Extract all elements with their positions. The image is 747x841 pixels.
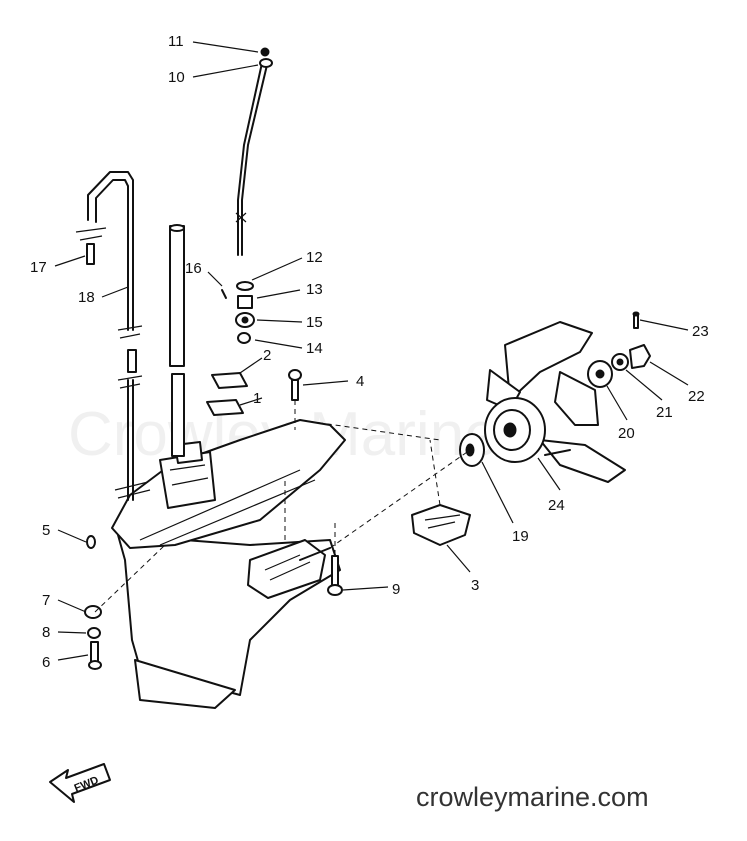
propeller-hardware[interactable]	[587, 311, 651, 388]
callout-21: 21	[656, 404, 673, 421]
bolt-9[interactable]	[327, 520, 343, 596]
thrust-washer[interactable]	[459, 433, 485, 467]
callout-20: 20	[618, 425, 635, 442]
callout-3: 3	[471, 577, 479, 594]
callout-7: 7	[42, 592, 50, 609]
callout-16: 16	[185, 260, 202, 277]
callout-14: 14	[306, 340, 323, 357]
callout-18: 18	[78, 289, 95, 306]
callout-15: 15	[306, 314, 323, 331]
callout-5: 5	[42, 522, 50, 539]
callout-9: 9	[392, 581, 400, 598]
callout-22: 22	[688, 388, 705, 405]
drive-shaft[interactable]	[169, 224, 185, 457]
bolt-4[interactable]	[288, 369, 302, 401]
callout-2: 2	[263, 347, 271, 364]
callout-8: 8	[42, 624, 50, 641]
callout-17: 17	[30, 259, 47, 276]
callout-13: 13	[306, 281, 323, 298]
callout-19: 19	[512, 528, 529, 545]
site-url[interactable]: crowleymarine.com	[416, 782, 649, 812]
callout-12: 12	[306, 249, 323, 266]
lower-unit-housing[interactable]	[111, 419, 346, 709]
shift-rod[interactable]	[235, 62, 268, 256]
shift-rod-connector[interactable]	[221, 47, 273, 344]
propeller[interactable]	[484, 321, 626, 483]
callout-labels: 1 2 3 4 5 6 7 8 9 10 11 12 13 14 15 16 1…	[30, 33, 709, 671]
callout-4: 4	[356, 373, 364, 390]
callout-6: 6	[42, 654, 50, 671]
callout-10: 10	[168, 69, 185, 86]
callout-11: 11	[168, 33, 184, 50]
grommet-set[interactable]	[75, 227, 151, 499]
leader-lines	[54, 41, 689, 661]
trim-tab[interactable]	[411, 439, 471, 546]
callout-24: 24	[548, 497, 565, 514]
assembly-lines	[284, 400, 471, 549]
gasket-set[interactable]	[206, 372, 248, 416]
water-tube[interactable]	[87, 171, 134, 501]
callout-23: 23	[692, 323, 709, 340]
drain-plug-set[interactable]	[84, 535, 166, 670]
forward-arrow-icon: FWD	[49, 763, 111, 803]
callout-1: 1	[253, 390, 261, 407]
